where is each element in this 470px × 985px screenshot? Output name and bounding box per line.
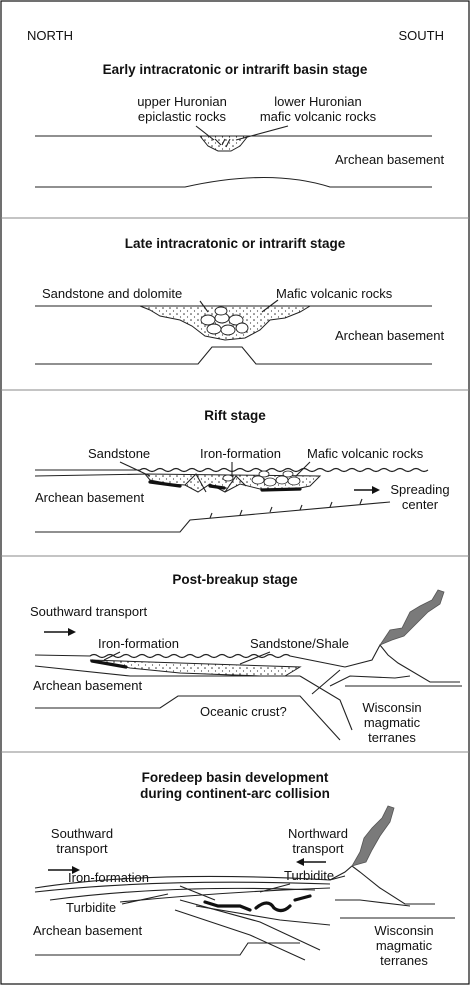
lower-huronian-label: lower Huronian [274,94,361,109]
north-label: NORTH [27,28,73,43]
moho-line [35,943,300,955]
basement-label: Archean basement [33,923,143,938]
panel-title: Rift stage [204,408,266,423]
arc-structure [335,900,410,906]
mafic-volcanic-label: mafic volcanic rocks [260,109,377,124]
center-label: center [402,497,439,512]
moho-line [35,696,340,740]
iron-formation-label: Iron-formation [200,446,281,461]
upper-huronian-label: upper Huronian [137,94,227,109]
panel-title: Early intracratonic or intrarift basin s… [103,62,368,77]
sandstone-shale-label: Sandstone/Shale [250,636,349,651]
panel-post-breakup: Post-breakup stage Southward transport I… [30,572,462,745]
wisconsin-label: Wisconsin [374,923,433,938]
panel-title: Post-breakup stage [172,572,298,587]
terranes-label: terranes [380,953,428,968]
basement-label: Archean basement [33,678,143,693]
fault-ticks [210,499,362,518]
arrow-head [296,858,304,866]
moho-line [35,178,432,188]
iron-formation-label: Iron-formation [98,636,179,651]
turbidite-upper-label: Turbidite [284,868,334,883]
subduction-slab [300,676,352,730]
volcanic-plume [352,806,394,866]
oceanic-crust-label: Oceanic crust? [200,704,287,719]
sandstone-dolomite-label: Sandstone and dolomite [42,286,182,301]
wisconsin-label: Wisconsin [362,700,421,715]
epiclastic-label: epiclastic rocks [138,109,227,124]
surface-line [35,474,150,476]
panel-title: Late intracratonic or intrarift stage [125,236,346,251]
southward-label: Southward [51,826,113,841]
volcanic-plume [380,590,444,645]
iron-formation-layer [205,896,310,911]
panel-rift-stage: Rift stage Sandstone Iron-formation Mafi… [35,408,450,532]
moho-line [35,502,390,532]
transport-label: transport [56,841,108,856]
mafic-volcanic-label: Mafic volcanic rocks [307,446,424,461]
magmatic-label: magmatic [364,715,421,730]
moho-line [35,347,432,364]
panel-title-line2: during continent-arc collision [140,786,330,801]
sediment-wedge [90,660,300,676]
terranes-label: terranes [368,730,416,745]
arrow-head [68,628,76,636]
panel-title-line1: Foredeep basin development [142,770,329,785]
basement-label: Archean basement [35,490,145,505]
southward-transport-label: Southward transport [30,604,147,619]
sandstone-label: Sandstone [88,446,150,461]
turbidite-lower-label: Turbidite [66,900,116,915]
arrow-head [372,486,380,494]
magmatic-label: magmatic [376,938,433,953]
arc-structure [312,670,410,694]
basement-label: Archean basement [335,328,445,343]
panel-early-stage: Early intracratonic or intrarift basin s… [35,62,445,187]
thrust-line [196,906,330,925]
basement-label: Archean basement [335,152,445,167]
panel-foredeep: Foredeep basin development during contin… [33,770,455,968]
northward-label: Northward [288,826,348,841]
volcano-outline [330,866,435,904]
slab-bottom [175,910,305,960]
transport-label: transport [292,841,344,856]
south-label: SOUTH [399,28,445,43]
spreading-label: Spreading [390,482,449,497]
leader-line [122,894,168,904]
panel-late-stage: Late intracratonic or intrarift stage Sa… [35,236,445,364]
mafic-volcanic-label: Mafic volcanic rocks [276,286,393,301]
